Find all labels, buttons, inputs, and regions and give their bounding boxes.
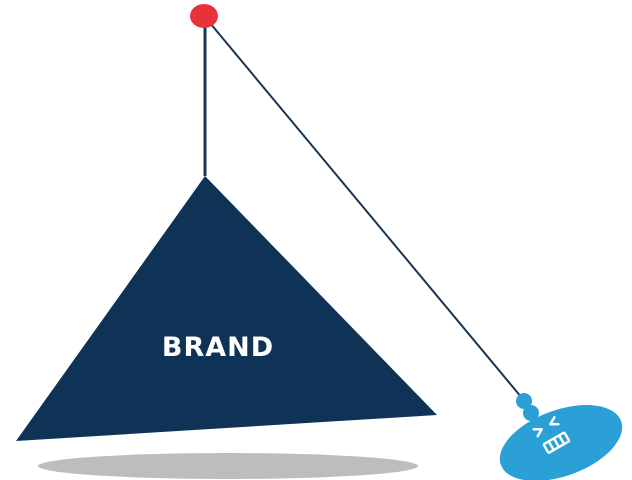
face-left-eye <box>532 428 543 438</box>
triangle-shadow <box>38 453 418 479</box>
face-mouth-tooth-3 <box>557 434 566 446</box>
face-disc <box>499 405 623 480</box>
brand-triangle <box>16 176 437 441</box>
diagonal-rope <box>204 16 523 399</box>
chain-bead-2 <box>523 405 539 421</box>
unhappy-face-icon <box>499 405 623 480</box>
face-mouth-tooth-1 <box>547 440 555 452</box>
chain-bead-1 <box>516 393 532 409</box>
face-features <box>532 416 571 454</box>
pivot-pin <box>190 4 218 28</box>
face-mouth-tooth-2 <box>552 437 561 449</box>
face-right-eye <box>549 416 560 426</box>
brand-label: BRAND <box>162 332 274 363</box>
